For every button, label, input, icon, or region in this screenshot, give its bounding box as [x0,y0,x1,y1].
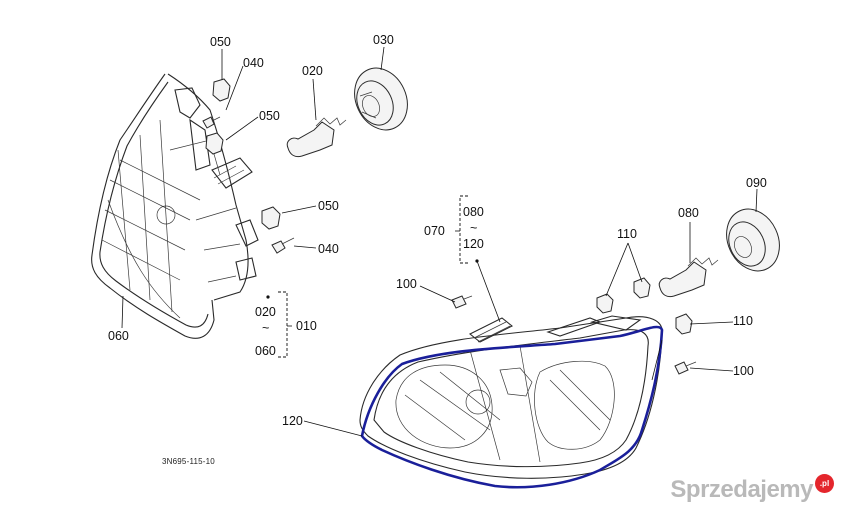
callout-080-range-start: 080 [463,205,484,219]
right-small-parts [451,208,780,375]
callout-120-range-end: 120 [463,237,484,251]
callout-120-lens: 120 [282,414,303,428]
leader-lines [121,46,758,437]
callout-080-bulb-right: 080 [678,206,699,220]
left-headlamp-assembly [91,73,259,339]
drawing-code: 3N695-115-10 [162,457,215,466]
callout-100-lower: 100 [733,364,754,378]
callout-070-assembly: 070 [424,224,445,238]
left-small-parts [202,67,408,254]
watermark: Sprzedajemy .pl [670,473,834,504]
callout-110-top: 110 [617,227,637,241]
callout-050-mid: 050 [259,109,280,123]
watermark-text: Sprzedajemy [670,476,813,503]
callout-100-upper: 100 [396,277,417,291]
watermark-badge: .pl [815,473,834,493]
callout-050-top: 050 [210,35,231,49]
callout-040-lower: 040 [318,242,339,256]
callout-060-range-end: 060 [255,344,276,358]
callout-060-lens: 060 [108,329,129,343]
callout-030-cap: 030 [373,33,394,47]
callout-110-lower: 110 [733,314,753,328]
callout-090-cap: 090 [746,176,767,190]
callout-range-tilde-right: ~ [470,221,478,235]
callout-020-bulb-left: 020 [302,64,323,78]
callout-040-top: 040 [243,56,264,70]
callout-010-assembly: 010 [296,319,317,333]
lens-highlight-outline [360,325,664,489]
callout-range-tilde-left: ~ [262,321,270,335]
right-headlamp-assembly [359,315,663,479]
callout-020-range-start: 020 [255,305,276,319]
callout-050-lower: 050 [318,199,339,213]
